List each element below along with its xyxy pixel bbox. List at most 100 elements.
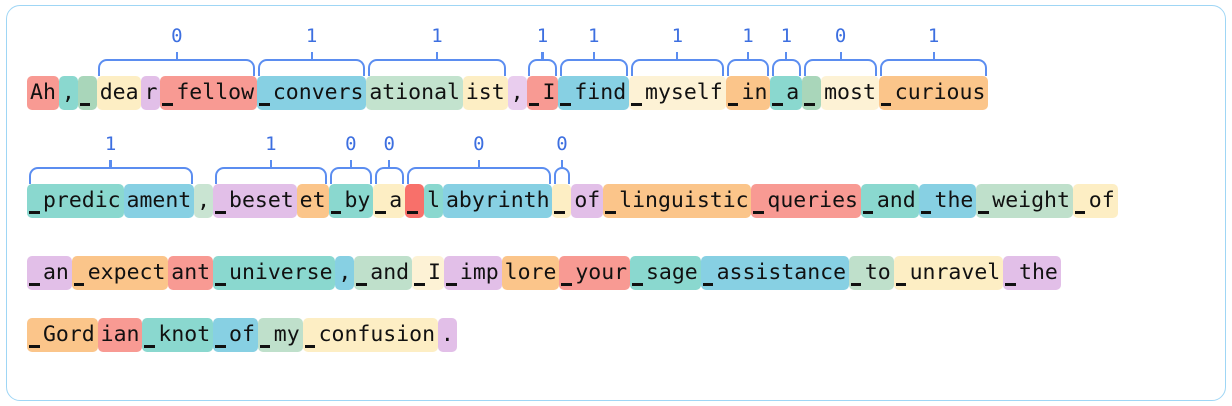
token-chip[interactable]: ant: [168, 256, 214, 290]
token-chip[interactable]: _predic: [27, 184, 124, 218]
token-line: _an_expectant_universe,_and_I_implore_yo…: [27, 244, 1205, 306]
token-chip[interactable]: _assistance: [700, 256, 849, 290]
bracket-label: 1: [536, 25, 549, 47]
token-chip[interactable]: _expect: [71, 256, 169, 290]
token-chip[interactable]: _the: [1003, 256, 1061, 290]
bracket-stem: [310, 52, 313, 61]
token-chip[interactable]: _universe: [213, 256, 336, 290]
bracket-group: 1: [528, 27, 557, 76]
token-chip[interactable]: _my: [257, 318, 303, 352]
bracket-label: 0: [171, 25, 183, 47]
token-row: _predicament,_besetet_by_a_labyrinth_of_…: [27, 184, 1205, 224]
token-chip[interactable]: most: [821, 76, 879, 110]
bracket-stem: [349, 160, 352, 169]
bracket-stem: [175, 52, 178, 61]
token-chip[interactable]: abyrinth: [442, 184, 553, 218]
token-chip[interactable]: _I: [412, 256, 444, 290]
token-chip[interactable]: _and: [354, 256, 413, 290]
token-chip[interactable]: _myself: [629, 76, 726, 110]
bracket-label: 0: [473, 133, 485, 155]
token-chip[interactable]: ,: [194, 184, 214, 218]
token-chip[interactable]: _a: [770, 76, 803, 110]
token-chip[interactable]: _an: [27, 256, 72, 290]
token-chip[interactable]: _: [802, 76, 822, 110]
bracket-stem: [388, 160, 391, 169]
bracket-group: 0: [803, 27, 878, 76]
token-chip[interactable]: r: [141, 76, 161, 110]
bracket-stem: [269, 160, 272, 169]
token-chip[interactable]: ist: [462, 76, 508, 110]
token-chip[interactable]: _confusion: [302, 318, 438, 352]
token-line: 0111111101Ah,_dear_fellow_conversational…: [27, 25, 1205, 136]
token-chip[interactable]: _and: [860, 184, 919, 218]
bracket-label: 0: [556, 133, 568, 155]
token-line: 110000_predicament,_besetet_by_a_labyrin…: [27, 133, 1205, 244]
token-chip[interactable]: _queries: [751, 184, 861, 218]
token-chip[interactable]: _your: [559, 256, 630, 290]
token-chip[interactable]: of: [571, 184, 604, 218]
token-chip[interactable]: _: [552, 184, 572, 218]
bracket-stem: [785, 52, 788, 61]
bracket-stem: [746, 52, 750, 61]
token-chip[interactable]: ian: [97, 318, 143, 352]
token-chip[interactable]: ational: [366, 76, 463, 110]
token-chip[interactable]: dea: [96, 76, 142, 110]
token-chip[interactable]: _find: [558, 76, 630, 110]
token-chip[interactable]: _unravel: [893, 256, 1004, 290]
token-chip[interactable]: _sage: [630, 256, 701, 290]
token-chip[interactable]: _in: [725, 76, 771, 110]
token-chip[interactable]: _weight: [976, 184, 1073, 218]
token-chip[interactable]: _: [77, 76, 97, 110]
token-chip[interactable]: _convers: [256, 76, 367, 110]
token-chip[interactable]: ,: [58, 76, 78, 110]
visualization-panel: 0111111101Ah,_dear_fellow_conversational…: [6, 5, 1226, 401]
bracket-label: 1: [431, 25, 443, 47]
bracket-group: 1: [28, 135, 193, 184]
bracket-label: 1: [927, 25, 940, 47]
token-chip[interactable]: et: [296, 184, 329, 218]
bracket-stem: [839, 52, 842, 61]
token-lines-container: 0111111101Ah,_dear_fellow_conversational…: [7, 6, 1225, 400]
token-chip[interactable]: _by: [328, 184, 374, 218]
token-chip[interactable]: ament: [123, 184, 195, 218]
bracket-stem: [109, 160, 112, 169]
token-chip[interactable]: .: [437, 318, 457, 352]
bracket-stem: [592, 52, 595, 61]
token-chip[interactable]: _to: [848, 256, 894, 290]
token-chip[interactable]: _linguistic: [603, 184, 752, 218]
bracket-label: 1: [305, 25, 318, 47]
bracket-stem: [932, 52, 935, 61]
token-chip[interactable]: _knot: [142, 318, 214, 352]
bracket-label: 1: [780, 25, 793, 47]
bracket-group: 1: [367, 27, 507, 76]
bracket-label: 1: [588, 25, 600, 47]
bracket-stem: [541, 52, 544, 61]
token-chip[interactable]: _imp: [443, 256, 502, 290]
bracket-group: 1: [771, 27, 801, 76]
token-chip[interactable]: Ah: [27, 76, 59, 110]
token-chip[interactable]: _: [405, 184, 425, 218]
bracket-stem: [435, 52, 439, 61]
bracket-group: 0: [98, 27, 256, 76]
token-chip[interactable]: _Gord: [27, 318, 98, 352]
token-chip[interactable]: l: [424, 184, 443, 218]
token-chip[interactable]: lore: [501, 256, 560, 290]
bracket-stem: [560, 160, 564, 169]
token-chip[interactable]: ,: [335, 256, 355, 290]
token-chip[interactable]: _of: [1072, 184, 1118, 218]
bracket-label: 1: [671, 25, 684, 47]
token-chip[interactable]: _I: [526, 76, 559, 110]
token-chip[interactable]: _fellow: [160, 76, 257, 110]
token-chip[interactable]: ,: [507, 76, 527, 110]
bracket-group: 0: [374, 135, 404, 184]
token-chip[interactable]: _curious: [878, 76, 989, 110]
token-chip[interactable]: _the: [918, 184, 977, 218]
token-chip[interactable]: _beset: [213, 184, 297, 218]
bracket-group: 0: [330, 135, 372, 184]
bracket-annotation-row: [27, 306, 1205, 318]
token-chip[interactable]: _of: [213, 318, 258, 352]
token-row: Ah,_dear_fellow_conversationalist,_I_fin…: [27, 76, 1205, 116]
token-chip[interactable]: _a: [373, 184, 406, 218]
